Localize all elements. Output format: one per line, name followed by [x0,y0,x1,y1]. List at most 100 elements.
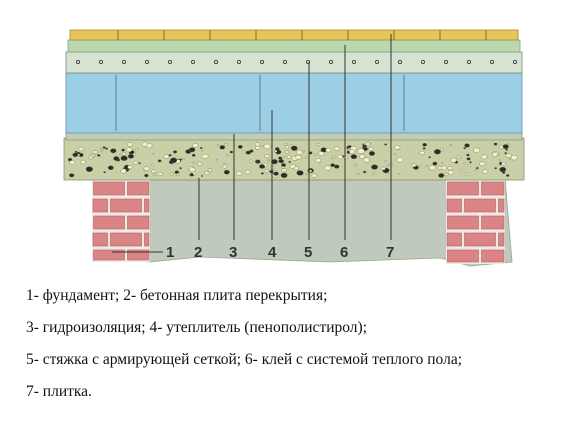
brick [127,181,150,196]
brick [498,232,505,247]
aggregate-stone [274,150,278,153]
mesh-dot [122,60,127,65]
aggregate-stone [482,169,489,174]
mesh-dot [374,60,379,65]
aggregate-stone [411,163,417,168]
aggregate-stone [271,159,278,165]
label-concrete-slab: 2 [194,244,202,261]
aggregate-stone [371,172,375,175]
aggregate-stone [458,168,463,172]
mesh-dot [259,60,264,65]
aggregate-stone [447,170,455,175]
brick [446,232,462,247]
aggregate-stone [293,166,299,171]
aggregate-stone [362,143,365,146]
aggregate-stone [260,172,264,175]
aggregate-stone [126,147,133,153]
aggregate-stone [188,147,196,153]
aggregate-stone [463,162,467,165]
aggregate-stone [501,162,506,166]
aggregate-stone [77,153,81,156]
legend-line: 3- гидроизоляция; 4- утеплитель (пенопол… [26,319,368,336]
aggregate-stone [226,154,229,157]
brick [110,232,142,247]
aggregate-stone [479,161,486,167]
mesh-dot [236,60,241,65]
aggregate-stone [204,171,210,176]
aggregate-stone [267,159,270,162]
mesh-dot [397,60,402,65]
aggregate-stone [69,160,76,165]
legend: 1- фундамент; 2- бетонная плита перекрыт… [26,286,576,414]
brick [92,198,108,213]
label-insulation: 4 [268,244,277,261]
mesh-dot [99,60,104,65]
aggregate-stone [363,170,367,174]
aggregate-stone [100,148,103,151]
aggregate-stone [216,143,220,146]
aggregate-stone [80,159,87,165]
layer-number-labels: 1 2 3 4 5 6 7 [166,244,394,261]
aggregate-stone [192,161,196,164]
aggregate-stone [504,152,507,155]
aggregate-stone [141,141,149,147]
mesh-dot [328,60,333,65]
aggregate-stone [394,145,401,150]
aggregate-stone [302,150,305,153]
aggregate-stone [359,154,366,159]
aggregate-stone [357,148,365,154]
aggregate-stone [197,161,203,166]
aggregate-stone [324,165,332,171]
aggregate-stone [224,143,228,146]
mesh-dot [76,60,81,65]
aggregate-stone [475,167,479,170]
aggregate-stone [334,146,340,151]
aggregate-stone [498,159,501,162]
brick [127,215,150,230]
aggregate-stone [207,168,213,172]
aggregate-stone [173,150,178,154]
aggregate-stone [254,142,261,147]
aggregate-stone [507,143,510,146]
aggregate-stone [255,160,259,163]
mesh-dot [190,60,195,65]
aggregate-stone [78,146,84,152]
aggregate-stone [169,172,174,176]
aggregate-stone [201,153,209,159]
aggregate-stone [506,174,510,177]
aggregate-stone [219,145,226,150]
aggregate-stone [425,165,428,168]
aggregate-stone [505,153,512,158]
label-waterproofing: 3 [229,244,237,261]
aggregate-stone [102,146,106,149]
aggregate-stone [176,173,180,176]
aggregate-stone [90,153,95,157]
brick [464,232,496,247]
mesh-dot [443,60,448,65]
aggregate-stone [290,145,298,151]
brick [93,215,125,230]
tile-joints [117,30,487,40]
aggregate-stone [152,152,155,155]
mesh-dot [213,60,218,65]
aggregate-stone [440,148,444,152]
aggregate-stone [502,144,509,150]
legend-line: 5- стяжка с армирующей сеткой; 6- клей с… [26,351,463,368]
concrete-aggregate [67,141,518,178]
aggregate-stone [283,156,286,159]
aggregate-stone [381,166,386,171]
aggregate-stone [127,165,133,170]
aggregate-stone [100,149,104,153]
aggregate-stone [119,153,122,156]
aggregate-stone [107,165,114,171]
brick [481,181,505,196]
aggregate-stone [121,148,125,152]
aggregate-stone [170,157,178,164]
aggregate-stone [296,170,304,176]
aggregate-stone [143,166,150,171]
aggregate-stone [492,152,498,157]
aggregate-stone [502,171,506,174]
aggregate-stone [463,147,466,150]
aggregate-stone [343,156,348,160]
aggregate-stone [499,166,507,173]
